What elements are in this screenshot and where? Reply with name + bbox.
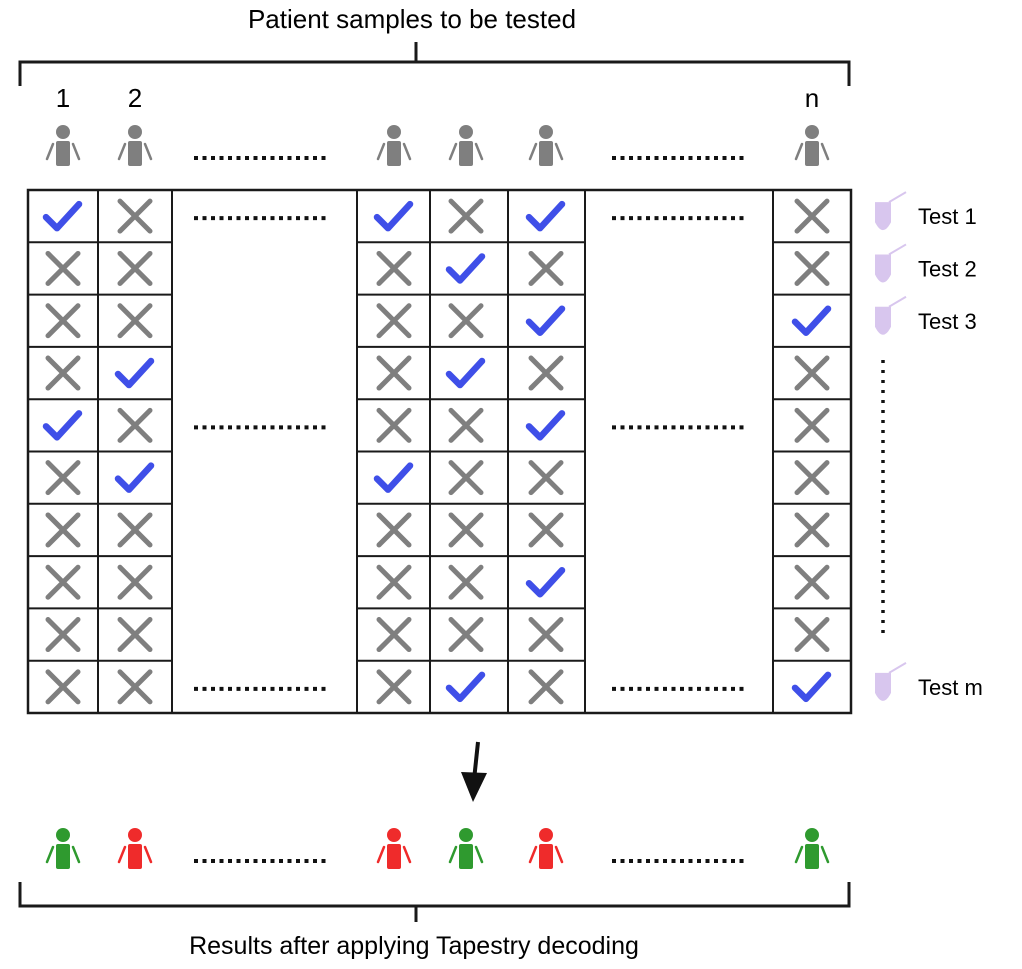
positive-check-mark xyxy=(373,462,414,493)
negative-cross-mark xyxy=(794,198,830,234)
patient-icon xyxy=(45,125,81,166)
positive-check-mark xyxy=(445,253,486,284)
negative-cross-mark xyxy=(448,512,484,548)
arrow-down-icon xyxy=(461,772,487,802)
negative-cross-mark xyxy=(448,407,484,443)
negative-cross-mark xyxy=(528,669,564,705)
test-matrix xyxy=(26,188,853,715)
negative-cross-mark xyxy=(376,250,412,286)
negative-patient-icon xyxy=(448,828,484,869)
positive-check-mark xyxy=(373,200,414,232)
negative-patient-icon xyxy=(794,828,830,869)
negative-cross-mark xyxy=(45,669,81,705)
negative-cross-mark xyxy=(117,407,153,443)
negative-cross-mark xyxy=(117,617,153,653)
negative-cross-mark xyxy=(376,669,412,705)
positive-patient-icon xyxy=(528,828,564,869)
positive-check-mark xyxy=(445,671,486,703)
positive-check-mark xyxy=(525,567,566,598)
negative-cross-mark xyxy=(794,564,830,600)
negative-cross-mark xyxy=(376,617,412,653)
test-tube-icon xyxy=(875,295,907,335)
positive-check-mark xyxy=(791,305,832,336)
positive-check-mark xyxy=(791,671,832,703)
test-label: Test 1 xyxy=(918,204,977,229)
patient-icon xyxy=(794,125,830,166)
column-labels: 1 2 n xyxy=(56,83,819,113)
negative-cross-mark xyxy=(376,355,412,391)
negative-cross-mark xyxy=(45,250,81,286)
negative-cross-mark xyxy=(117,564,153,600)
positive-check-mark xyxy=(114,357,155,389)
negative-cross-mark xyxy=(448,198,484,234)
negative-cross-mark xyxy=(528,250,564,286)
column-number: n xyxy=(805,83,819,113)
test-tube-icon xyxy=(875,661,907,701)
negative-cross-mark xyxy=(376,564,412,600)
results-caption: Results after applying Tapestry decoding xyxy=(189,932,639,960)
negative-cross-mark xyxy=(528,460,564,496)
negative-cross-mark xyxy=(528,355,564,391)
negative-cross-mark xyxy=(117,669,153,705)
patient-icon xyxy=(117,125,153,166)
patient-icon xyxy=(448,125,484,166)
bottom-bracket xyxy=(18,882,851,922)
positive-check-mark xyxy=(525,410,566,441)
negative-cross-mark xyxy=(794,460,830,496)
positive-check-mark xyxy=(42,200,83,232)
negative-cross-mark xyxy=(376,512,412,548)
test-label: Test 3 xyxy=(918,309,977,334)
negative-cross-mark xyxy=(528,512,564,548)
diagram-title: Patient samples to be tested xyxy=(248,4,576,34)
patient-row xyxy=(45,125,830,166)
negative-cross-mark xyxy=(45,303,81,339)
positive-check-mark xyxy=(525,305,566,336)
column-number: 1 xyxy=(56,83,70,113)
test-tubes: Test 1 Test 2 Test 3 Test m xyxy=(875,191,983,701)
positive-check-mark xyxy=(42,410,83,441)
positive-check-mark xyxy=(445,357,486,389)
test-label: Test 2 xyxy=(918,256,977,281)
negative-cross-mark xyxy=(448,564,484,600)
negative-cross-mark xyxy=(794,355,830,391)
positive-check-mark xyxy=(525,200,566,232)
negative-cross-mark xyxy=(117,303,153,339)
negative-cross-mark xyxy=(448,303,484,339)
positive-patient-icon xyxy=(376,828,412,869)
negative-cross-mark xyxy=(45,512,81,548)
test-tube-icon xyxy=(875,191,907,231)
patient-icon xyxy=(376,125,412,166)
negative-cross-mark xyxy=(794,617,830,653)
patient-icon xyxy=(528,125,564,166)
negative-cross-mark xyxy=(117,512,153,548)
negative-cross-mark xyxy=(45,460,81,496)
negative-cross-mark xyxy=(117,250,153,286)
negative-cross-mark xyxy=(117,198,153,234)
negative-cross-mark xyxy=(794,512,830,548)
positive-patient-icon xyxy=(117,828,153,869)
negative-cross-mark xyxy=(45,564,81,600)
positive-check-mark xyxy=(114,462,155,493)
negative-cross-mark xyxy=(794,407,830,443)
result-row xyxy=(45,828,830,869)
top-bracket xyxy=(18,42,851,86)
negative-cross-mark xyxy=(45,355,81,391)
negative-cross-mark xyxy=(448,617,484,653)
negative-cross-mark xyxy=(528,617,564,653)
negative-cross-mark xyxy=(794,250,830,286)
negative-cross-mark xyxy=(376,407,412,443)
test-tube-icon xyxy=(875,243,907,283)
negative-cross-mark xyxy=(448,460,484,496)
negative-patient-icon xyxy=(45,828,81,869)
test-label: Test m xyxy=(918,675,983,700)
negative-cross-mark xyxy=(376,303,412,339)
column-number: 2 xyxy=(128,83,142,113)
negative-cross-mark xyxy=(45,617,81,653)
decoding-arrow xyxy=(461,741,487,802)
